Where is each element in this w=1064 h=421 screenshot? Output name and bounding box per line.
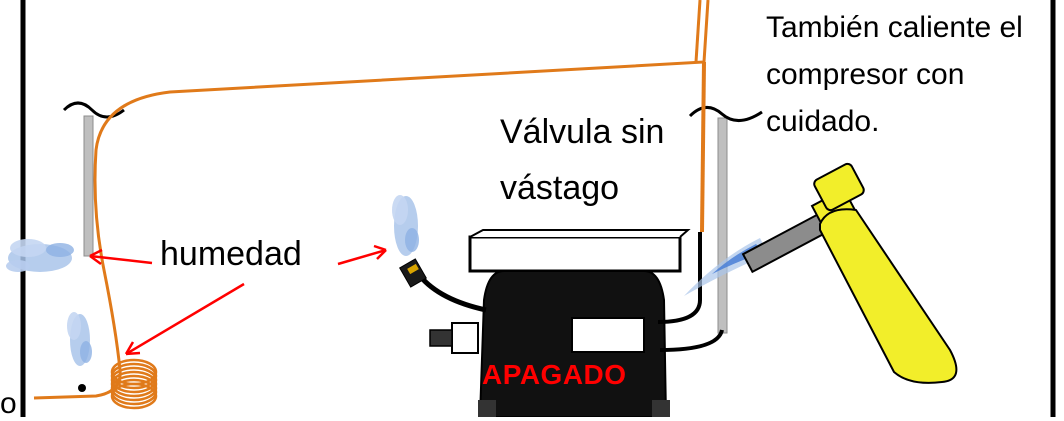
note-line: compresor con (766, 58, 965, 91)
capillary-coil (110, 358, 158, 410)
vapor-puff-coil (67, 312, 92, 392)
edge-text-fragment: o (0, 387, 17, 420)
process-tube (399, 258, 487, 313)
valve-label-line: vástago (500, 169, 620, 207)
vapor-puff-left (6, 239, 74, 272)
arrow-to-valve (337, 244, 387, 266)
compressor (429, 229, 691, 417)
valve-label-line: Válvula sin (500, 113, 665, 151)
torch-cylinder (819, 208, 958, 384)
compressor-connection-lines (657, 232, 724, 352)
off-label: APAGADO (482, 359, 627, 390)
note-line: También caliente el (766, 11, 1023, 44)
note-line: cuidado. (766, 105, 880, 138)
careful-heating-note: También caliente el compresor con cuidad… (766, 10, 1023, 151)
compressor-terminal (451, 322, 479, 354)
valve-label: Válvula sin vástago (500, 112, 664, 224)
torch-knob (813, 162, 865, 212)
torch (741, 162, 958, 384)
arrow-to-coil (124, 282, 245, 356)
orange-pipe (33, 0, 710, 400)
left-break-mark (62, 101, 125, 119)
compressor-label-plate (571, 317, 645, 353)
vapor-puff-valve (392, 195, 419, 256)
arrow-to-left-pipe (89, 248, 153, 266)
schrader-valve (399, 258, 427, 288)
right-break-mark (688, 106, 763, 122)
compressor-top-plate (468, 235, 682, 273)
coil-loop (110, 382, 158, 410)
humidity-label: humedad (160, 235, 302, 273)
